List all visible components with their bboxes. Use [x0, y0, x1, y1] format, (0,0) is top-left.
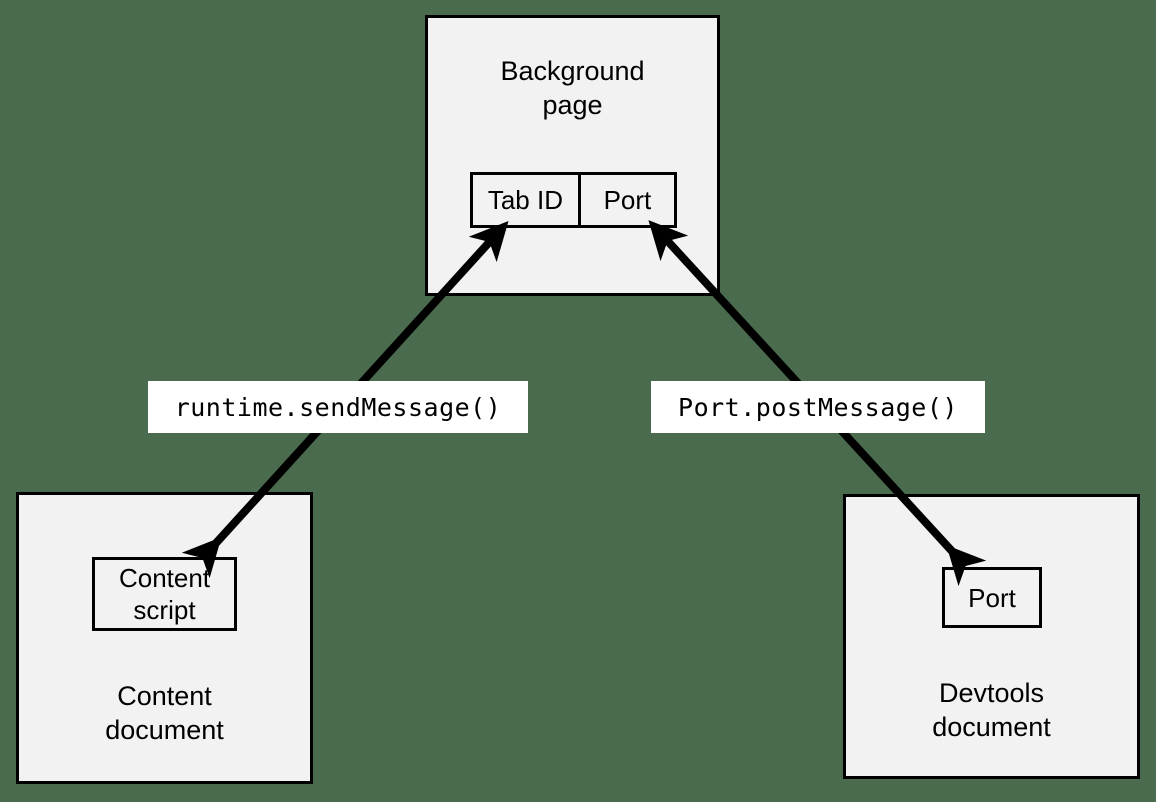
table-cell-port: Port	[577, 175, 674, 225]
devtools-port-box: Port	[942, 567, 1042, 628]
devtools-document-label: Devtools document	[932, 678, 1051, 742]
table-cell-tab-id: Tab ID	[487, 184, 563, 215]
background-page-table: Tab ID Port	[470, 172, 677, 228]
edge-label-port-postmessage: Port.postMessage()	[651, 381, 985, 433]
background-page-label: Background page	[500, 56, 645, 120]
edge-label-runtime-sendmessage: runtime.sendMessage()	[148, 381, 528, 433]
content-document-label: Content document	[105, 681, 224, 745]
content-script-box: Content script	[92, 557, 237, 631]
